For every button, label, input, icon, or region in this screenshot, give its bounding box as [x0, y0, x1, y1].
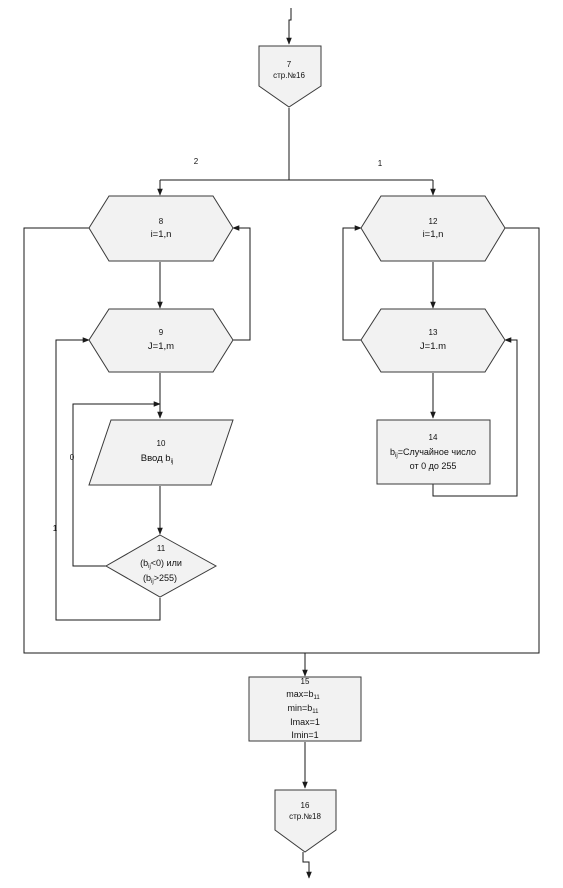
block-14-process: 14 bij=Случайное число от 0 до 255 [376, 419, 491, 485]
block-14-number: 14 [429, 433, 438, 442]
block-16-offpage-connector: 16 стр.№18 [274, 789, 337, 853]
block-7-offpage-connector: 7 стр.№16 [258, 45, 322, 108]
block-12-number: 12 [429, 217, 438, 226]
edge-label-1: 1 [378, 159, 383, 168]
edge-label-0: 0 [70, 453, 75, 462]
block-8-number: 8 [159, 217, 164, 226]
edge-label-1-left: 1 [53, 524, 58, 533]
block-11-decision: 11 (bij<0) или (bij>255) [104, 534, 218, 598]
block-15-line3: Imax=1 [290, 717, 320, 727]
block-12-label: i=1,n [423, 229, 444, 240]
loop-9-to-8 [232, 225, 251, 341]
block-13-number: 13 [429, 328, 438, 337]
block-9-label: J=1,m [148, 341, 174, 352]
loop-14-to-13 [432, 337, 518, 497]
block-10-number: 10 [157, 439, 166, 448]
block-16-label: стр.№18 [289, 812, 321, 821]
block-13-label: J=1.m [420, 341, 446, 352]
loop-13-to-12 [342, 225, 362, 341]
block-11-number: 11 [157, 544, 166, 553]
block-7-label: стр.№16 [273, 71, 305, 80]
block-8-label: i=1,n [151, 229, 172, 240]
block-12-loop-start: 12 i=1,n [360, 195, 506, 262]
block-15-line2: min=b11 [288, 703, 320, 715]
block-15-line1: max=b11 [286, 689, 320, 701]
block-11-line2: (bij>255) [143, 573, 177, 585]
exit-8-to-merge [23, 227, 305, 654]
edge-label-2: 2 [194, 157, 199, 166]
block-11-line1: (bij<0) или [140, 558, 182, 570]
exit-arrow [302, 852, 312, 879]
block-9-loop-start: 9 J=1,m [88, 308, 234, 373]
block-9-number: 9 [159, 328, 164, 337]
entry-arrow [286, 8, 292, 45]
block-16-number: 16 [301, 801, 310, 810]
block-14-line1: bij=Случайное число [390, 447, 476, 459]
loop-0-back [72, 401, 161, 567]
block-14-line2: от 0 до 255 [410, 461, 457, 471]
block-10-input: 10 Ввод bij [88, 419, 234, 486]
block-13-loop-start: 13 J=1.m [360, 308, 506, 373]
block-7-number: 7 [287, 60, 292, 69]
block-15-line4: Imin=1 [291, 730, 318, 740]
block-15-process: 15 max=b11 min=b11 Imax=1 Imin=1 [248, 676, 362, 742]
block-10-label: Ввод bij [141, 453, 174, 465]
block-15-number: 15 [301, 677, 310, 686]
connectors [23, 8, 540, 879]
block-8-loop-start: 8 i=1,n [88, 195, 234, 262]
loop-1-back [55, 337, 161, 621]
exit-12-to-merge [305, 227, 540, 654]
